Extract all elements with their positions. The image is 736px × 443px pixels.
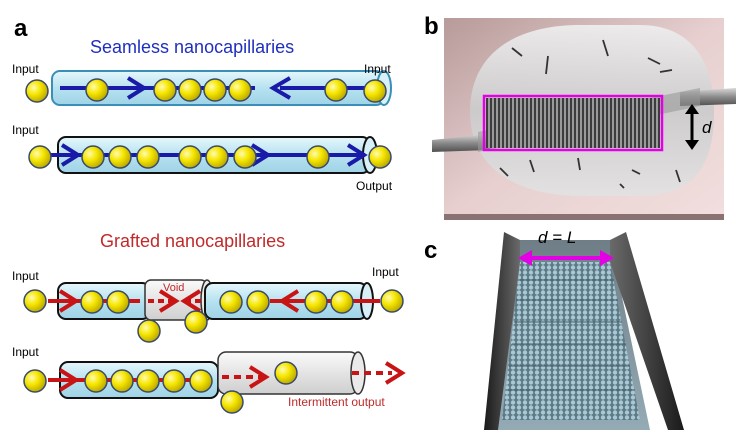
panel-b-letter: b bbox=[424, 13, 439, 40]
particle bbox=[219, 290, 243, 314]
particle bbox=[110, 369, 134, 393]
output-label: Output bbox=[356, 179, 393, 193]
panel-b: b d bbox=[424, 13, 736, 220]
particle bbox=[23, 369, 47, 393]
flow-arrow-head-right bbox=[58, 368, 80, 392]
input-label: Input bbox=[12, 345, 39, 359]
particle bbox=[28, 145, 52, 169]
particle bbox=[162, 369, 186, 393]
flow-arrow-head-right bbox=[248, 365, 270, 389]
d-eq-l-arrow-head-right bbox=[600, 250, 614, 266]
array-ridges bbox=[506, 279, 635, 391]
input-label-right: Input bbox=[364, 62, 391, 76]
flow-arrow-head-left bbox=[269, 76, 292, 100]
particle bbox=[25, 79, 49, 103]
void-label: Void bbox=[163, 282, 184, 294]
panel-c-letter: c bbox=[424, 237, 437, 264]
particle bbox=[84, 369, 108, 393]
flow-arrow-head-right bbox=[58, 289, 80, 313]
flow-arrow-head-right bbox=[158, 289, 180, 313]
particle bbox=[23, 289, 47, 313]
particle bbox=[189, 369, 213, 393]
particle bbox=[205, 145, 229, 169]
bundle-highlight-box bbox=[482, 94, 664, 152]
d-eq-l-label: d = L bbox=[538, 228, 576, 247]
d-arrow-head-top bbox=[685, 104, 699, 114]
particle bbox=[306, 145, 330, 169]
particle bbox=[304, 290, 328, 314]
particle bbox=[80, 290, 104, 314]
d-eq-l-arrow-head-left bbox=[518, 250, 532, 266]
panel-a-letter: a bbox=[14, 15, 28, 42]
particle bbox=[178, 145, 202, 169]
grafted-title: Grafted nanocapillaries bbox=[100, 231, 285, 251]
flow-arrow-head-right bbox=[126, 76, 148, 100]
row-seamless-input-output: Input Output bbox=[12, 123, 393, 193]
particle bbox=[324, 78, 348, 102]
nanotube-bundle bbox=[486, 98, 660, 148]
particle bbox=[203, 78, 227, 102]
seamless-title: Seamless nanocapillaries bbox=[90, 37, 294, 57]
flow-arrow-head-right bbox=[346, 143, 368, 167]
input-label-right: Input bbox=[372, 265, 399, 279]
panel-a: a Seamless nanocapillaries Input Input bbox=[12, 15, 406, 414]
particle bbox=[178, 78, 202, 102]
stray-fibers bbox=[499, 39, 681, 189]
nanotube-array bbox=[502, 262, 640, 420]
input-label: Input bbox=[12, 123, 39, 137]
flow-arrow-head-left bbox=[180, 289, 202, 313]
particle bbox=[81, 145, 105, 169]
capillary-rod-left bbox=[432, 134, 490, 152]
particle bbox=[108, 145, 132, 169]
particle bbox=[363, 79, 387, 103]
particle bbox=[380, 289, 404, 313]
flow-arrow-head-right bbox=[250, 143, 272, 167]
particle bbox=[136, 369, 160, 393]
d-label: d bbox=[702, 118, 712, 137]
particle-escaped bbox=[220, 390, 244, 414]
d-arrow-head-bottom bbox=[685, 140, 699, 150]
flow-arrow-head-right bbox=[384, 361, 406, 385]
particle bbox=[106, 290, 130, 314]
row-grafted-void: Void Input Input bbox=[12, 265, 404, 343]
particle bbox=[368, 145, 392, 169]
substrate-edge bbox=[444, 214, 724, 220]
input-label-left: Input bbox=[12, 62, 39, 76]
particle bbox=[274, 361, 298, 385]
row-grafted-intermittent: Input Intermittent output bbox=[12, 345, 406, 414]
input-label-left: Input bbox=[12, 269, 39, 283]
particle bbox=[136, 145, 160, 169]
intermittent-output-label: Intermittent output bbox=[288, 395, 385, 409]
particle bbox=[233, 145, 257, 169]
panel-c: c d = L bbox=[424, 228, 684, 430]
channel-wall-right bbox=[610, 232, 684, 430]
particle bbox=[85, 78, 109, 102]
channel-wall-left bbox=[484, 232, 520, 430]
flow-arrow-head-left bbox=[278, 289, 300, 313]
particle-escaped bbox=[137, 319, 161, 343]
particle bbox=[246, 290, 270, 314]
particle bbox=[228, 78, 252, 102]
row-seamless-two-inputs: Input Input bbox=[12, 62, 392, 106]
flow-arrow-head-right bbox=[60, 143, 82, 167]
particle bbox=[330, 290, 354, 314]
particle-escaped bbox=[184, 310, 208, 334]
particle bbox=[153, 78, 177, 102]
